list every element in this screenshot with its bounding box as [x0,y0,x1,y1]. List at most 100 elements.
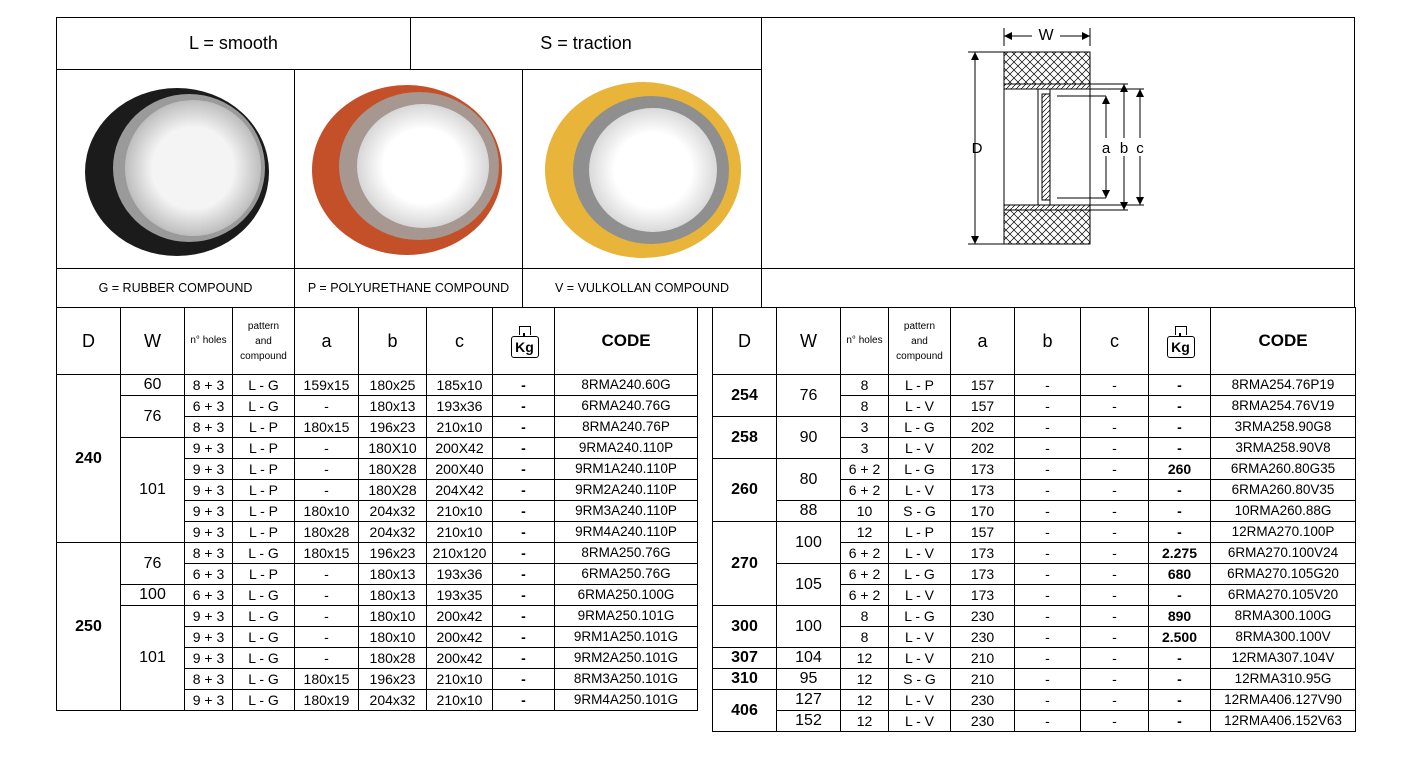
pattern-cell: L - P [232,521,295,543]
diagram-a-label: a [1102,140,1111,157]
diameter-cell: 240 [56,374,121,543]
pattern-cell: L - V [888,479,951,501]
wheel-cross-section-diagram: W D a b c [968,24,1149,245]
c-cell: 185x10 [426,374,493,396]
c-cell: - [1080,647,1149,669]
polyurethane-wheel-image [312,85,502,255]
code-cell: 6RMA260.80G35 [1210,458,1356,480]
b-cell: - [1014,437,1081,459]
b-cell: 180x13 [358,395,427,417]
weight-cell: - [492,668,555,690]
holes-cell: 6 + 2 [840,458,889,480]
code-cell: 9RM1A250.101G [554,626,698,648]
pattern-cell: L - V [888,647,951,669]
c-cell: - [1080,521,1149,543]
holes-cell: 6 + 3 [184,584,233,606]
code-cell: 10RMA260.88G [1210,500,1356,522]
rubber-compound-label: G = RUBBER COMPOUND [98,281,253,295]
weight-cell: - [1148,500,1211,522]
code-cell: 8RMA300.100G [1210,605,1356,627]
a-cell: - [294,479,359,501]
code-cell: 8RMA300.100V [1210,626,1356,648]
code-cell: 8RMA254.76V19 [1210,395,1356,417]
compound-blank-cell [761,268,1355,308]
diameter-cell: 250 [56,542,121,711]
width-cell: 76 [776,374,841,417]
code-cell: 9RM2A240.110P [554,479,698,501]
a-cell: - [294,584,359,606]
pattern-cell: L - P [232,416,295,438]
holes-cell: 8 + 3 [184,416,233,438]
b-cell: - [1014,374,1081,396]
diagram-b-label: b [1120,140,1128,157]
pattern-cell: L - G [232,584,295,606]
col-a-header: a [294,307,359,375]
weight-cell: 890 [1148,605,1211,627]
code-cell: 8RMA240.60G [554,374,698,396]
code-cell: 6RMA270.105V20 [1210,584,1356,606]
code-cell: 9RM1A240.110P [554,458,698,480]
b-cell: 180x13 [358,584,427,606]
b-cell: 180X10 [358,437,427,459]
width-cell: 88 [776,500,841,522]
holes-cell: 9 + 3 [184,626,233,648]
c-cell: 193x36 [426,395,493,417]
pattern-cell: L - V [888,689,951,711]
a-cell: - [294,626,359,648]
b-cell: 180x10 [358,626,427,648]
c-cell: - [1080,500,1149,522]
weight-cell: - [1148,416,1211,438]
width-cell: 60 [120,374,185,396]
holes-cell: 8 + 3 [184,542,233,564]
pattern-cell: L - V [888,395,951,417]
a-cell: 180x28 [294,521,359,543]
a-cell: 173 [950,542,1015,564]
code-cell: 6RMA260.80V35 [1210,479,1356,501]
pattern-cell: L - P [232,563,295,585]
pattern-cell: L - G [232,605,295,627]
b-cell: - [1014,626,1081,648]
diameter-cell: 406 [712,689,777,732]
c-cell: 200X40 [426,458,493,480]
pattern-cell: L - G [888,605,951,627]
col-d-header: D [56,307,121,375]
holes-cell: 3 [840,437,889,459]
pattern-cell: L - G [888,458,951,480]
b-cell: - [1014,563,1081,585]
a-cell: - [294,605,359,627]
code-cell: 8RMA240.76P [554,416,698,438]
c-cell: 210x10 [426,500,493,522]
weight-cell: - [492,437,555,459]
col-code-header: CODE [1210,307,1356,375]
weight-cell: - [1148,437,1211,459]
weight-cell: - [492,542,555,564]
width-cell: 95 [776,668,841,690]
b-cell: 204x32 [358,689,427,711]
code-cell: 9RMA250.101G [554,605,698,627]
code-cell: 8RMA254.76P19 [1210,374,1356,396]
pattern-cell: L - V [888,542,951,564]
holes-cell: 8 [840,605,889,627]
pattern-cell: L - P [232,458,295,480]
pattern-cell: S - G [888,500,951,522]
width-cell: 100 [120,584,185,606]
code-cell: 6RMA250.100G [554,584,698,606]
weight-icon: Kg [1165,324,1195,358]
pattern-cell: L - G [888,416,951,438]
holes-cell: 8 + 3 [184,668,233,690]
c-cell: 200x42 [426,647,493,669]
weight-cell: - [492,395,555,417]
b-cell: - [1014,458,1081,480]
a-cell: 230 [950,689,1015,711]
code-cell: 9RMA240.110P [554,437,698,459]
b-cell: - [1014,416,1081,438]
